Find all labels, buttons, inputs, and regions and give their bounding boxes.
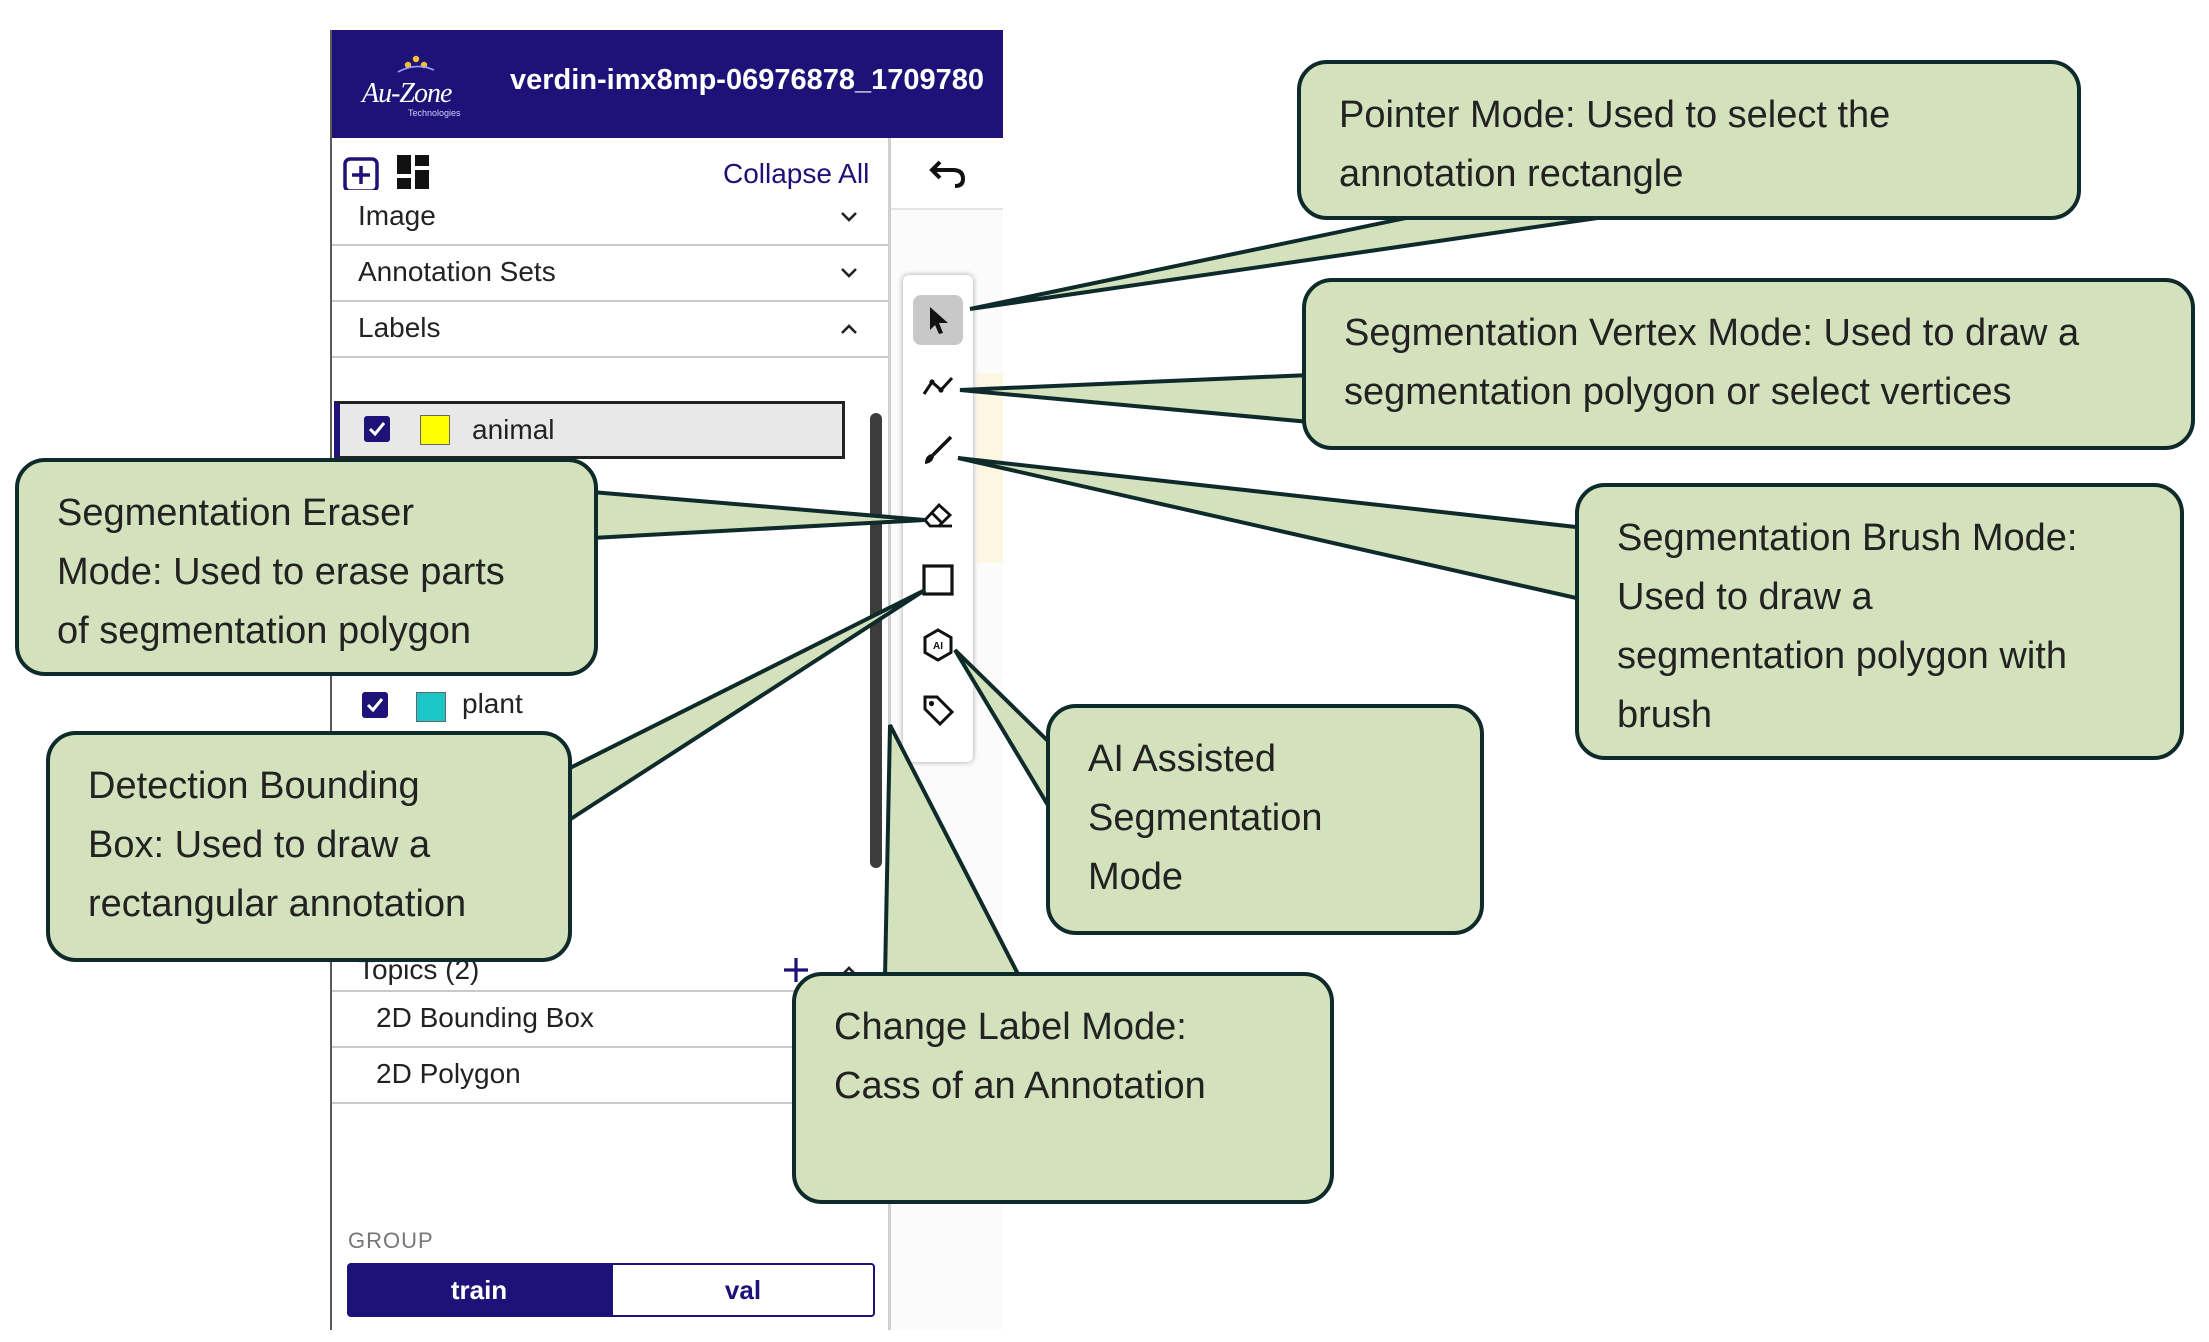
page-title: verdin-imx8mp-06976878_1709780: [510, 64, 984, 96]
callout-pointer-text: Pointer Mode: Used to select the annotat…: [1339, 94, 1891, 195]
collapse-all-button[interactable]: Collapse All: [723, 158, 870, 189]
segmentation-vertex-mode-button[interactable]: [913, 360, 963, 410]
callout-ai-text: AI Assisted Segmentation Mode: [1088, 738, 1323, 898]
callout-brush-text: Segmentation Brush Mode: Used to draw a …: [1617, 517, 2078, 736]
pointer-mode-button[interactable]: [913, 295, 963, 345]
logo-text: Au-Zone: [362, 78, 452, 109]
vertex-callout-tail: [959, 372, 1312, 425]
chevron-down-icon: [841, 268, 857, 278]
label-name: animal: [472, 414, 555, 445]
app-header: Au-Zone Technologies verdin-imx8mp-06976…: [332, 30, 1003, 138]
chevron-down-icon: [841, 212, 857, 222]
undo-icon[interactable]: [927, 160, 967, 188]
pointer-arrow-icon: [930, 307, 948, 334]
label-checkbox[interactable]: [364, 416, 390, 442]
callout-detection-bounding-box: Detection Bounding Box: Used to draw a r…: [46, 731, 572, 962]
callout-label-text: Change Label Mode: Cass of an Annotation: [834, 1006, 1206, 1107]
section-image[interactable]: Image: [332, 190, 888, 246]
checkmark-icon: [366, 698, 384, 713]
group-title: GROUP: [348, 1228, 434, 1253]
callout-eraser-text: Segmentation Eraser Mode: Used to erase …: [57, 492, 505, 652]
add-topic-icon[interactable]: [782, 956, 810, 984]
callout-bbox-text: Detection Bounding Box: Used to draw a r…: [88, 765, 467, 925]
group-option-val[interactable]: val: [611, 1263, 875, 1317]
section-labels[interactable]: Labels: [332, 302, 888, 358]
label-callout-tail: [882, 724, 1024, 980]
au-zone-logo: Au-Zone Technologies: [362, 52, 472, 122]
brush-icon: [925, 435, 953, 464]
label-color-swatch: [416, 692, 446, 722]
label-item-animal[interactable]: animal: [334, 401, 845, 459]
change-label-mode-button[interactable]: [913, 685, 963, 735]
polyline-icon: [922, 376, 954, 395]
ai-assisted-mode-button[interactable]: AI: [913, 620, 963, 670]
checkmark-icon: [368, 422, 386, 437]
label-name: plant: [462, 688, 523, 719]
callout-change-label-mode: Change Label Mode: Cass of an Annotation: [792, 972, 1334, 1204]
bounding-box-mode-button[interactable]: [913, 555, 963, 605]
callout-vertex-text: Segmentation Vertex Mode: Used to draw a…: [1344, 312, 2080, 413]
canvas-toolbar: [891, 138, 1003, 210]
annotation-toolbar: AI: [903, 275, 973, 762]
section-labels-label: Labels: [358, 312, 441, 343]
label-checkbox[interactable]: [362, 692, 388, 718]
section-image-label: Image: [358, 200, 436, 231]
callout-segmentation-brush-mode: Segmentation Brush Mode: Used to draw a …: [1575, 483, 2184, 760]
eraser-icon: [923, 503, 953, 528]
ai-hexagon-icon: AI: [923, 628, 953, 662]
callout-ai-assisted-segmentation: AI Assisted Segmentation Mode: [1046, 704, 1484, 935]
section-annotation-sets[interactable]: Annotation Sets: [332, 246, 888, 302]
app-left-border: [330, 30, 332, 1330]
topic-label: 2D Polygon: [376, 1058, 521, 1089]
section-annotation-sets-label: Annotation Sets: [358, 256, 556, 287]
callout-segmentation-eraser-mode: Segmentation Eraser Mode: Used to erase …: [15, 458, 598, 676]
segmentation-eraser-mode-button[interactable]: [913, 490, 963, 540]
bbox-callout-tail: [564, 588, 927, 826]
topic-label: 2D Bounding Box: [376, 1002, 594, 1033]
eraser-callout-tail: [590, 489, 926, 541]
callout-pointer-mode: Pointer Mode: Used to select the annotat…: [1297, 60, 2081, 220]
dashboard-layout-icon[interactable]: [396, 154, 430, 190]
square-icon: [922, 564, 954, 596]
callout-segmentation-vertex-mode: Segmentation Vertex Mode: Used to draw a…: [1302, 278, 2195, 450]
chevron-up-icon: [841, 324, 857, 334]
label-color-swatch: [420, 415, 450, 445]
label-item-plant[interactable]: plant: [332, 686, 832, 726]
brush-callout-tail: [957, 456, 1587, 603]
logo-subtext: Technologies: [408, 108, 461, 118]
svg-text:AI: AI: [933, 641, 943, 652]
ai-callout-tail: [953, 648, 1054, 820]
segmentation-brush-mode-button[interactable]: [913, 425, 963, 475]
tag-icon: [923, 695, 955, 727]
logo-dots-icon: [397, 55, 435, 73]
group-option-train[interactable]: train: [347, 1263, 611, 1317]
labels-scrollbar[interactable]: [870, 413, 882, 868]
